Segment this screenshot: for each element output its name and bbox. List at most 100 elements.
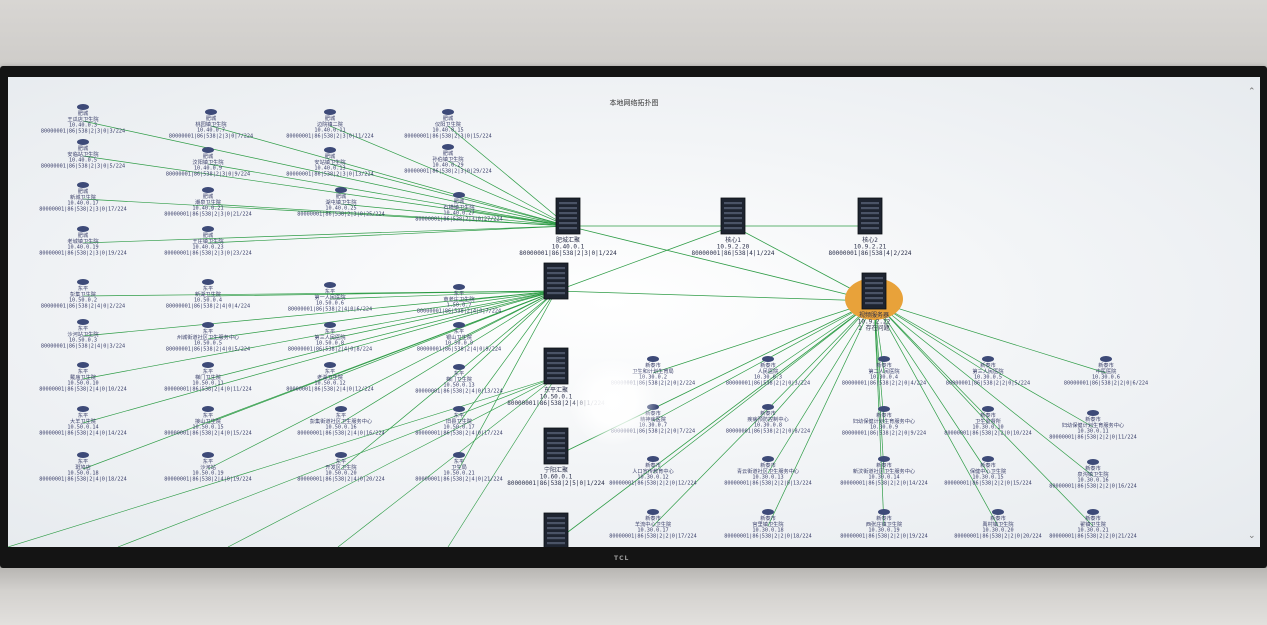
network-node[interactable]: 新泰市禹村镇卫生院10.30.0.2080000001|86|538|2|2|0… [954,509,1042,539]
network-link [82,198,569,227]
node-label-l1: 东平 [203,327,213,335]
node-cloud-icon [77,104,89,110]
network-node[interactable]: 肥城王庄镇卫生院10.40.0.2380000001|86|538|2|3|0|… [164,226,252,256]
network-node[interactable]: 新泰市妇幼保健计划生育服务中心10.30.0.1180000001|86|538… [1049,410,1137,440]
network-node[interactable]: 肥城王瓜店卫生院10.40.0.380000001|86|538|2|3|0|3… [41,104,125,134]
node-label-l3: 10.30.0.21 [1077,528,1108,534]
network-node[interactable]: 新泰市人口宣传教育中心10.30.0.1280000001|86|538|2|2… [609,456,697,486]
network-node[interactable]: 东平彭集街道社区卫生服务中心10.50.0.1680000001|86|538|… [297,406,385,436]
network-node[interactable]: 新泰市泉沟镇卫生院10.30.0.1680000001|86|538|2|2|0… [1049,459,1137,489]
node-label-l3: 10.50.0.5 [194,341,222,347]
network-link [447,125,569,227]
network-node[interactable]: 东平商老庄卫生院1.50.0.780000001|86|538|2|4|0|7/… [417,284,501,314]
network-node[interactable]: 东平新湖卫生院10.50.0.480000001|86|538|2|4|0|4/… [166,279,250,309]
node-label-l4: 80000001|86|538|2|2|0|19/224 [840,533,927,539]
node-cloud-icon [77,406,89,412]
network-link [340,203,569,227]
node-label-l2: 羊流中心卫生院 [635,520,672,528]
network-node[interactable]: 新泰市翟镇卫生院10.30.0.2180000001|86|538|2|2|0|… [1049,509,1137,539]
scroll-up-icon[interactable]: ⌃ [1248,87,1256,97]
network-node[interactable]: 肥城潮泉卫生院10.40.0.2180000001|86|538|2|3|0|2… [164,187,252,217]
network-node[interactable]: 东平第一人民医院10.50.0.680000001|86|538|2|4|0|6… [288,282,372,312]
network-node[interactable]: 新泰市中医医院10.30.0.680000001|86|538|2|2|0|6/… [1064,356,1148,386]
network-node[interactable]: 东平沙河站10.50.0.1980000001|86|538|2|4|0|19/… [164,452,252,482]
network-node[interactable]: 肥城安站镇卫生院10.40.0.1380000001|86|538|2|3|0|… [286,147,374,177]
network-node[interactable]: 肥城桃园镇卫生院10.40.0.780000001|86|538|2|3|0|7… [169,109,253,139]
network-node[interactable]: 东平彭集卫生院10.50.0.280000001|86|538|2|4|0|2/… [41,279,125,309]
network-node[interactable]: 东平老湖卫生院10.50.0.1280000001|86|538|2|4|0|1… [286,362,374,392]
network-node[interactable]: 东平卫生局10.50.0.2180000001|86|538|2|4|0|21/… [415,452,503,482]
network-link [873,300,1094,428]
node-label-l3: 10.40.0.3 [69,123,97,129]
node-cloud-icon [202,147,214,153]
network-link [767,300,875,474]
network-node[interactable]: 新泰市保健中心卫生院10.30.0.1580000001|86|538|2|2|… [944,456,1032,486]
network-node[interactable]: 新泰市精神病医院10.30.0.780000001|86|538|2|2|0|7… [611,404,695,434]
node-label-l2: 第三人民医院 [972,367,1004,375]
node-cloud-icon [647,509,659,515]
node-label-l4: 80000001|86|538|2|2|0|21/224 [1049,533,1136,539]
network-link [82,155,569,227]
network-node[interactable]: 新泰市宫里镇卫生院10.30.0.1880000001|86|538|2|2|0… [724,509,812,539]
network-node[interactable]: 新泰市羊流中心卫生院10.30.0.1780000001|86|538|2|2|… [609,509,697,539]
node-label-l1: 东平 [336,411,346,419]
network-node[interactable]: 新泰市青云街道社区卫生服务中心10.30.0.1380000001|86|538… [724,456,812,486]
hub-label-l2: 10.9.2.21 [854,244,887,251]
network-node[interactable]: 东平梯门卫生院10.50.0.1380000001|86|538|2|4|0|1… [415,364,503,394]
network-node[interactable]: 肥城安临站卫生院10.40.0.580000001|86|538|2|3|0|5… [41,139,125,169]
hub-label-l2: 10.60.0.1 [540,474,573,481]
node-label-l1: 肥城 [325,115,336,122]
network-node[interactable]: 肥城石横镇卫生院10.40.0.2780000001|86|538|2|3|0|… [415,192,503,222]
node-label-l3: 1.50.0.7 [447,303,472,309]
network-node[interactable]: 东平斑鸠店10.50.0.1880000001|86|538|2|4|0|18/… [39,452,127,482]
network-node[interactable]: 新泰市卫生监督所10.30.0.1080000001|86|538|2|2|0|… [944,406,1032,436]
hub-layer: 肥城汇聚10.40.0.180000001|86|538|2|3|0|1/224… [507,197,912,547]
node-label-l2: 彭集街道社区卫生服务中心 [310,417,372,425]
network-node[interactable]: 东平戴庙卫生院10.50.0.1080000001|86|538|2|4|0|1… [39,362,127,392]
node-label-l3: 10.30.0.3 [754,375,782,381]
network-node[interactable]: 肥城边院镇二院10.40.0.1180000001|86|538|2|3|0|1… [286,109,374,139]
network-node[interactable]: 东平旧县卫生院10.50.0.1780000001|86|538|2|4|0|1… [415,406,503,436]
network-node[interactable]: 新泰市疾病预防控制中心10.30.0.880000001|86|538|2|2|… [726,404,810,434]
network-node[interactable]: 肥城汶阳镇卫生院10.40.0.980000001|86|538|2|3|0|9… [166,147,250,177]
network-node[interactable]: 新泰市第三人民医院10.30.0.580000001|86|538|2|2|0|… [946,356,1030,386]
node-label-l1: 东平 [78,411,88,419]
network-node[interactable]: 东平接山卫生院10.50.0.1580000001|86|538|2|4|0|1… [164,406,252,436]
node-cloud-icon [762,456,774,462]
node-label-l3: 10.50.0.20 [325,471,356,477]
network-node[interactable]: 肥城老城镇卫生院10.40.0.1980000001|86|538|2|3|0|… [39,226,127,256]
node-label-l2: 潮泉卫生院 [195,198,222,206]
network-node[interactable]: 东平大羊卫生院10.50.0.1480000001|86|538|2|4|0|1… [39,406,127,436]
server-icon [555,197,581,235]
network-node[interactable]: 新泰市第二人民医院10.30.0.480000001|86|538|2|2|0|… [842,356,926,386]
node-label-l2: 妇幼保健计划生育服务中心 [853,417,915,425]
network-node[interactable]: 东平沙河站卫生院10.50.0.380000001|86|538|2|4|0|3… [41,319,125,349]
network-node[interactable]: 肥城湖屯镇卫生院10.40.0.2580000001|86|538|2|3|0|… [297,187,385,217]
network-node[interactable]: 东平梯门卫生院10.50.0.1180000001|86|538|2|4|0|1… [164,362,252,392]
network-node[interactable]: 新泰市人民医院10.30.0.380000001|86|538|2|2|0|3/… [726,356,810,386]
network-node[interactable]: 新泰市卫生和计划生育局10.30.0.280000001|86|538|2|2|… [611,356,695,386]
node-cloud-icon [202,279,214,285]
node-label-l1: 肥城 [443,150,454,157]
network-node[interactable]: 新泰市新汶街道社区卫生服务中心10.30.0.1480000001|86|538… [840,456,928,486]
network-node[interactable]: 肥城孙伯镇卫生院10.40.0.2980000001|86|538|2|3|0|… [404,144,492,174]
network-link [652,300,875,422]
network-node[interactable]: 肥城仪阳卫生院10.40.0.1580000001|86|538|2|3|0|1… [404,109,492,139]
network-node[interactable]: 东平第三人民医院10.50.0.880000001|86|538|2|4|0|8… [288,322,372,352]
node-label-l1: 新泰市 [645,409,661,417]
network-node[interactable]: 东平州城街道社区卫生服务中心10.50.0.580000001|86|538|2… [166,322,250,352]
hub-server-h4[interactable] [543,262,569,300]
network-node[interactable]: 东平开发区卫生院10.50.0.2080000001|86|538|2|4|0|… [297,452,385,482]
network-node[interactable]: 东平银山卫生院10.50.0.980000001|86|538|2|4|0|9/… [417,322,501,352]
network-node[interactable]: 肥城新城卫生院10.40.0.1780000001|86|538|2|3|0|1… [39,182,127,212]
scroll-down-icon[interactable]: ⌄ [1248,531,1256,541]
network-node[interactable]: 新泰市妇幼保健计划生育服务中心10.30.0.980000001|86|538|… [842,406,926,436]
network-node[interactable]: 新泰市西张庄镇卫生院10.30.0.1980000001|86|538|2|2|… [840,509,928,539]
